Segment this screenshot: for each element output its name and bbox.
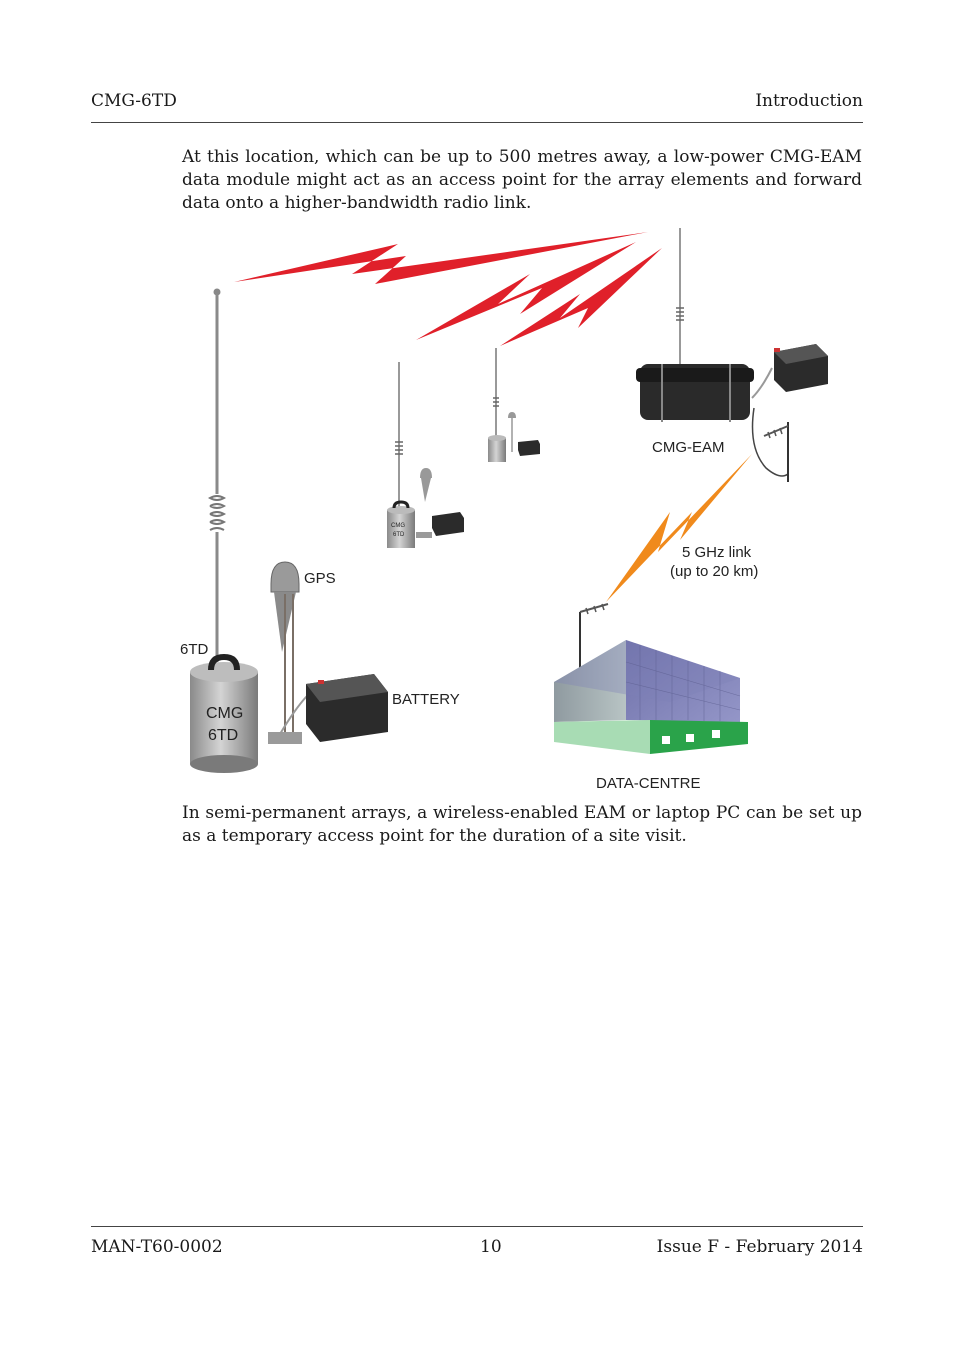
yagi-antenna-datacentre [579, 603, 609, 674]
main-antenna [207, 288, 227, 662]
battery [279, 674, 388, 742]
network-diagram: CMG 6TD 6TD GPS BATTERY CMG 6TD [180, 228, 828, 792]
junction-box [268, 732, 302, 744]
svg-text:6TD: 6TD [393, 532, 405, 538]
drum-label-line1: CMG [206, 705, 243, 722]
footer-page-number: 10 [480, 1237, 502, 1257]
svg-text:CMG: CMG [391, 523, 405, 529]
footer-doc-number: MAN-T60-0002 [91, 1237, 223, 1257]
yagi-antenna-eam [763, 422, 789, 482]
radio-link-bolts [234, 232, 662, 346]
ghz-link-bolt [606, 454, 752, 602]
label-cmg-eam: CMG-EAM [652, 439, 725, 456]
cmg-eam-unit [636, 228, 828, 477]
footer-rule [91, 1226, 863, 1227]
label-gps: GPS [304, 570, 336, 587]
drum-label-line2: 6TD [208, 727, 238, 744]
array-station-1: CMG 6TD [387, 362, 464, 548]
header-doc-title: CMG-6TD [91, 91, 177, 111]
label-battery: BATTERY [392, 691, 460, 708]
label-link-line2: (up to 20 km) [670, 563, 758, 580]
label-6td: 6TD [180, 641, 209, 658]
paragraph-intro: At this location, which can be up to 500… [182, 147, 862, 213]
header-rule [91, 122, 863, 123]
label-link-line1: 5 GHz link [682, 544, 752, 561]
gps-unit [270, 561, 300, 734]
label-data-centre: DATA-CENTRE [596, 775, 700, 792]
array-station-2 [488, 348, 540, 462]
footer-issue: Issue F - February 2014 [656, 1237, 863, 1257]
data-centre-building [554, 640, 748, 754]
cmg-6td-drum: CMG 6TD [190, 654, 258, 773]
paragraph-semi-permanent: In semi-permanent arrays, a wireless-ena… [182, 803, 862, 846]
header-section-title: Introduction [755, 91, 863, 111]
